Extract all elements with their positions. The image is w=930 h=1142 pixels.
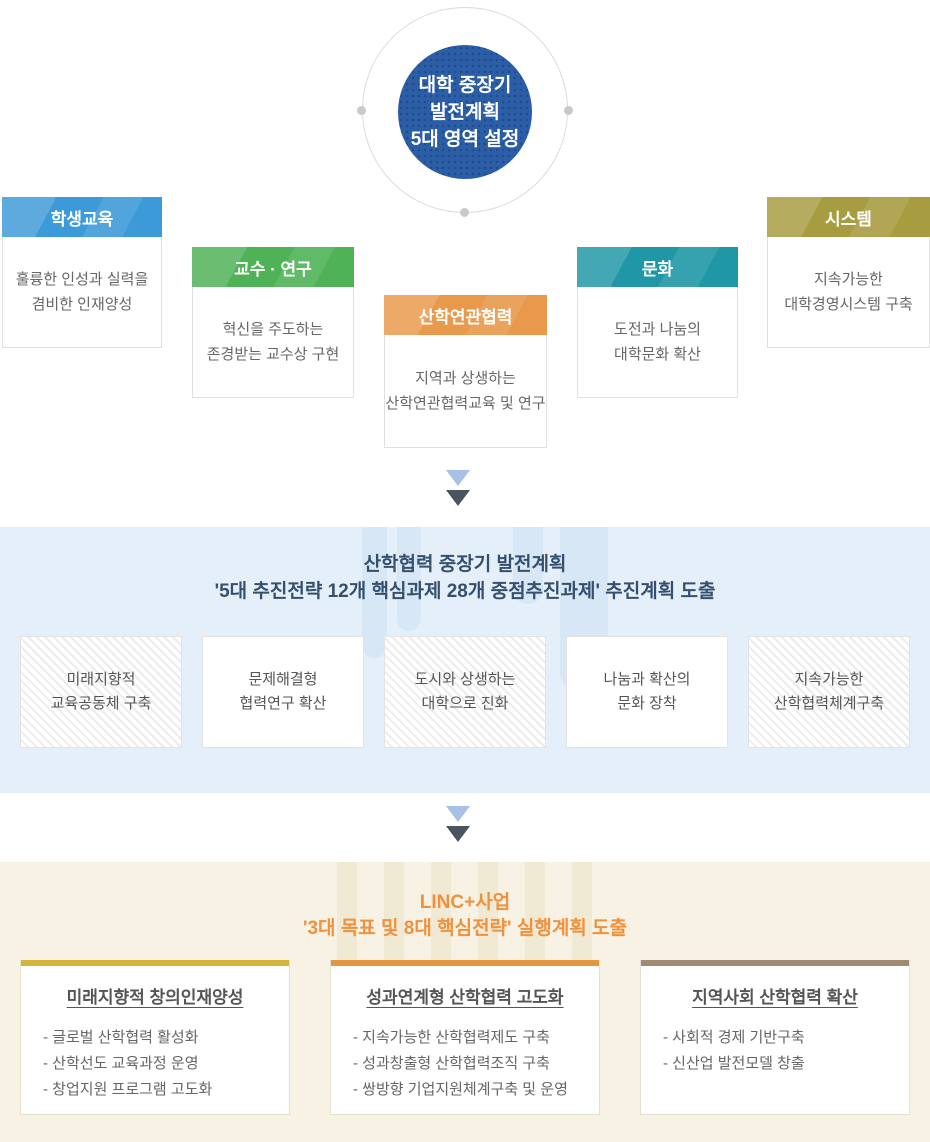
down-arrow-light-icon (446, 806, 470, 822)
linc-card-item: - 신산업 발전모델 창출 (663, 1055, 805, 1072)
ring-dot-left-icon (357, 106, 366, 115)
down-arrows-top (446, 470, 470, 506)
down-arrows-bottom (446, 806, 470, 842)
area-card-header: 교수 · 연구 (192, 247, 354, 287)
core-circle-label: 대학 중장기 발전계획 5대 영역 설정 (410, 74, 520, 150)
linc-card-item: - 글로벌 산학협력 활성화 (43, 1029, 199, 1046)
core-circle: 대학 중장기 발전계획 5대 영역 설정 (398, 45, 532, 179)
area-card-header: 학생교육 (2, 197, 162, 237)
down-arrow-dark-icon (446, 490, 470, 506)
area-card-desc: 지역과 상생하는 산학연관협력교육 및 연구 (385, 370, 546, 412)
ring-dot-bottom-icon (460, 208, 469, 217)
linc-section: LINC+사업 '3대 목표 및 8대 핵심전략' 실행계획 도출 미래지향적 … (0, 862, 930, 1142)
column-decoration (513, 527, 543, 604)
area-card-desc: 도전과 나눔의 대학문화 확산 (614, 321, 701, 363)
area-card-system: 시스템 지속가능한 대학경영시스템 구축 (767, 197, 930, 348)
area-card-culture: 문화 도전과 나눔의 대학문화 확산 (577, 247, 738, 398)
linc-card-item: - 산학선도 교육과정 운영 (43, 1055, 199, 1072)
area-card-student-education: 학생교육 훌륭한 인성과 실력을 겸비한 인재양성 (2, 197, 162, 348)
linc-title: LINC+사업 '3대 목표 및 8대 핵심전략' 실행계획 도출 (0, 890, 930, 942)
strategy-box: 도시와 상생하는 대학으로 진화 (384, 636, 546, 748)
linc-card-row: 미래지향적 창의인재양성 - 글로벌 산학협력 활성화 - 산학선도 교육과정 … (20, 960, 910, 1115)
strategy-box: 나눔과 확산의 문화 장착 (566, 636, 728, 748)
column-decoration (362, 527, 387, 658)
linc-card-title: 성과연계형 산학협력 고도화 (366, 988, 564, 1007)
linc-card-item: - 성과창출형 산학협력조직 구축 (353, 1055, 550, 1072)
strategy-box: 지속가능한 산학협력체계구축 (748, 636, 910, 748)
strategy-box: 문제해결형 협력연구 확산 (202, 636, 364, 748)
linc-title-line1: LINC+사업 (419, 892, 511, 913)
linc-card-items: - 지속가능한 산학협력제도 구축 - 성과창출형 산학협력조직 구축 - 쌍방… (331, 1025, 599, 1103)
linc-card-item: - 사회적 경제 기반구축 (663, 1029, 805, 1046)
card-accent-bar (641, 960, 909, 966)
linc-card-talent: 미래지향적 창의인재양성 - 글로벌 산학협력 활성화 - 산학선도 교육과정 … (20, 960, 290, 1115)
linc-card-item: - 지속가능한 산학협력제도 구축 (353, 1029, 550, 1046)
area-card-faculty-research: 교수 · 연구 혁신을 주도하는 존경받는 교수상 구현 (192, 247, 354, 398)
midterm-plan-title: 산학협력 중장기 발전계획 '5대 추진전략 12개 핵심과제 28개 중점추진… (0, 551, 930, 605)
area-card-desc: 혁신을 주도하는 존경받는 교수상 구현 (206, 321, 340, 363)
column-decoration (397, 527, 421, 631)
linc-card-items: - 글로벌 산학협력 활성화 - 산학선도 교육과정 운영 - 창업지원 프로그… (21, 1025, 289, 1103)
area-card-industry-cooperation: 산학연관협력 지역과 상생하는 산학연관협력교육 및 연구 (384, 295, 547, 448)
ring-dot-right-icon (564, 106, 573, 115)
linc-card-community: 지역사회 산학협력 확산 - 사회적 경제 기반구축 - 신산업 발전모델 창출 (640, 960, 910, 1115)
linc-card-items: - 사회적 경제 기반구축 - 신산업 발전모델 창출 (641, 1025, 909, 1077)
area-card-desc: 훌륭한 인성과 실력을 겸비한 인재양성 (15, 271, 149, 313)
card-accent-bar (21, 960, 289, 966)
area-card-desc: 지속가능한 대학경영시스템 구축 (784, 271, 913, 313)
down-arrow-dark-icon (446, 826, 470, 842)
area-card-header: 시스템 (767, 197, 930, 237)
linc-card-title: 미래지향적 창의인재양성 (66, 988, 244, 1007)
strategy-row: 미래지향적 교육공동체 구축 문제해결형 협력연구 확산 도시와 상생하는 대학… (20, 636, 910, 748)
midterm-plan-title-line2: '5대 추진전략 12개 핵심과제 28개 중점추진과제' 추진계획 도출 (214, 581, 716, 602)
linc-card-item: - 쌍방향 기업지원체계구축 및 운영 (353, 1081, 568, 1098)
midterm-plan-section: 산학협력 중장기 발전계획 '5대 추진전략 12개 핵심과제 28개 중점추진… (0, 527, 930, 793)
stripe-decoration (337, 862, 617, 960)
card-accent-bar (331, 960, 599, 966)
linc-card-advancement: 성과연계형 산학협력 고도화 - 지속가능한 산학협력제도 구축 - 성과창출형… (330, 960, 600, 1115)
midterm-plan-title-line1: 산학협력 중장기 발전계획 (363, 554, 567, 575)
strategy-box: 미래지향적 교육공동체 구축 (20, 636, 182, 748)
linc-title-line2: '3대 목표 및 8대 핵심전략' 실행계획 도출 (302, 918, 628, 939)
area-card-header: 산학연관협력 (384, 295, 547, 335)
linc-card-item: - 창업지원 프로그램 고도화 (43, 1081, 213, 1098)
linc-card-title: 지역사회 산학협력 확산 (692, 988, 858, 1007)
down-arrow-light-icon (446, 470, 470, 486)
area-card-header: 문화 (577, 247, 738, 287)
